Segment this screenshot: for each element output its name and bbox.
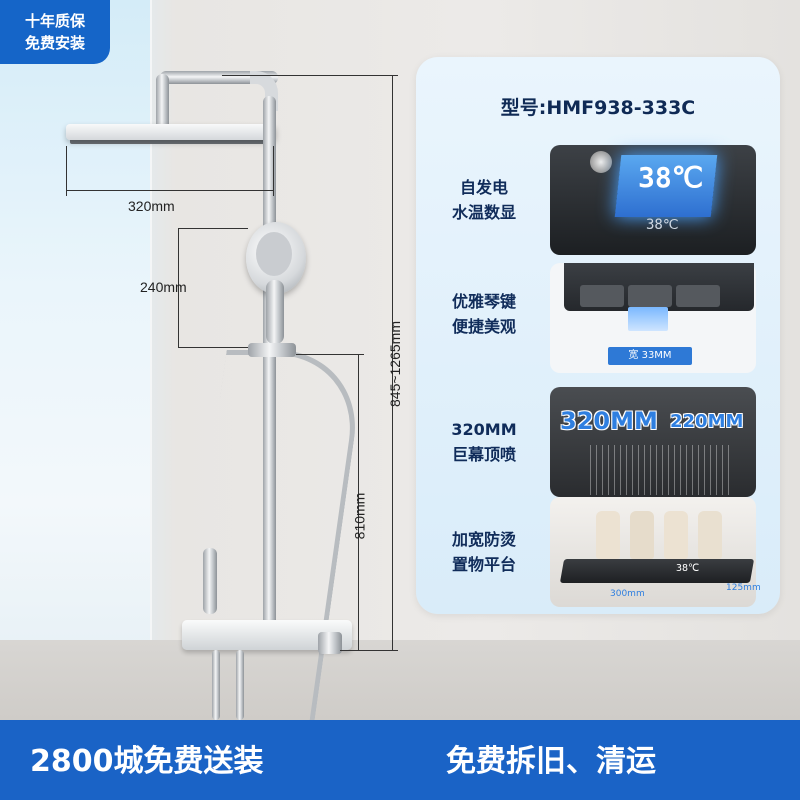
feature-panel: 型号:HMF938-333C 自发电 水温数显 38℃ 38℃ 优雅琴键 便捷美… bbox=[416, 57, 780, 614]
dim-label-total: 845~1265mm bbox=[387, 320, 404, 408]
window-light bbox=[0, 0, 150, 720]
badge-line2: 免费安装 bbox=[24, 34, 85, 52]
badge-line1: 十年质保 bbox=[24, 12, 85, 30]
dim-label-lower: 810mm bbox=[351, 492, 368, 540]
hand-shower-face bbox=[256, 232, 292, 276]
shower-arm-drop bbox=[156, 74, 169, 130]
dim-tick bbox=[222, 75, 398, 76]
bottle bbox=[596, 511, 620, 559]
feature-label-line1: 加宽防烫 bbox=[451, 530, 516, 549]
piano-key bbox=[676, 285, 720, 307]
feature-label: 自发电 水温数显 bbox=[422, 175, 546, 225]
temperature-knob bbox=[318, 632, 342, 654]
warranty-badge: 十年质保 免费安装 bbox=[0, 0, 110, 64]
shelf-width-label: 300mm bbox=[610, 589, 645, 599]
feature-label-line2: 水温数显 bbox=[451, 203, 516, 222]
promo-removal: 免费拆旧、清运 bbox=[446, 744, 656, 779]
piano-key bbox=[628, 285, 672, 307]
feature-label: 加宽防烫 置物平台 bbox=[422, 527, 546, 577]
shower-arm bbox=[160, 71, 278, 84]
piano-keys-image: 宽 33MM bbox=[550, 263, 756, 373]
rain-shower-head bbox=[66, 124, 276, 140]
bidet-sprayer bbox=[203, 548, 217, 614]
dim-tick bbox=[66, 146, 67, 196]
temperature-display-image: 38℃ 38℃ bbox=[550, 145, 756, 255]
promo-bar: 2800城免费送装 免费拆旧、清运 bbox=[0, 720, 800, 800]
floor bbox=[0, 640, 800, 720]
bottle bbox=[698, 511, 722, 559]
rain-head-base bbox=[70, 138, 272, 144]
dim-line-width bbox=[66, 190, 274, 191]
shelf-platform bbox=[559, 559, 755, 583]
feature-label: 优雅琴键 便捷美观 bbox=[422, 289, 546, 339]
slide-holder bbox=[248, 343, 296, 357]
feature-label-line2: 置物平台 bbox=[451, 555, 516, 574]
rain-depth-label: 220MM bbox=[670, 411, 744, 432]
dim-line-hand bbox=[178, 228, 179, 348]
feature-label: 320MM 巨幕顶喷 bbox=[422, 417, 546, 467]
model-number: 型号:HMF938-333C bbox=[500, 97, 696, 119]
dim-tick bbox=[178, 228, 248, 229]
knob-icon bbox=[590, 151, 612, 173]
dim-tick bbox=[178, 347, 248, 348]
wall-edge bbox=[150, 0, 152, 720]
dim-label-width: 320mm bbox=[128, 198, 175, 214]
promo-delivery: 2800城免费送装 bbox=[30, 744, 264, 779]
feature-label-line2: 巨幕顶喷 bbox=[451, 445, 516, 464]
display-value-small: 38℃ bbox=[646, 217, 679, 233]
dim-label-hand: 240mm bbox=[140, 279, 187, 295]
feature-label-line1: 优雅琴键 bbox=[451, 292, 516, 311]
rain-head-image: 320MM 220MM bbox=[550, 387, 756, 497]
dim-tick bbox=[273, 146, 274, 196]
feature-label-line1: 320MM bbox=[451, 420, 517, 439]
rain-width-label: 320MM bbox=[560, 407, 658, 435]
inlet-pipe bbox=[236, 650, 244, 720]
feature-label-line1: 自发电 bbox=[459, 178, 508, 197]
inlet-pipe bbox=[212, 650, 220, 720]
dim-line-lower bbox=[358, 354, 359, 650]
dim-tick bbox=[340, 650, 398, 651]
shelf-depth-label: 125mm bbox=[726, 583, 761, 593]
hand-shower-handle bbox=[266, 280, 284, 344]
key-width-tag: 宽 33MM bbox=[608, 347, 692, 365]
key-bar bbox=[564, 263, 754, 311]
water-spray bbox=[590, 445, 730, 495]
display-value: 38℃ bbox=[638, 161, 704, 194]
bottle bbox=[630, 511, 654, 559]
feature-label-line2: 便捷美观 bbox=[451, 317, 516, 336]
dim-line-total bbox=[392, 75, 393, 650]
piano-key bbox=[580, 285, 624, 307]
bottle bbox=[664, 511, 688, 559]
shelf-display: 38℃ bbox=[676, 563, 700, 574]
dim-tick bbox=[296, 354, 364, 355]
shelf-image: 38℃ 300mm 125mm bbox=[550, 497, 761, 607]
key-highlight bbox=[628, 307, 668, 331]
